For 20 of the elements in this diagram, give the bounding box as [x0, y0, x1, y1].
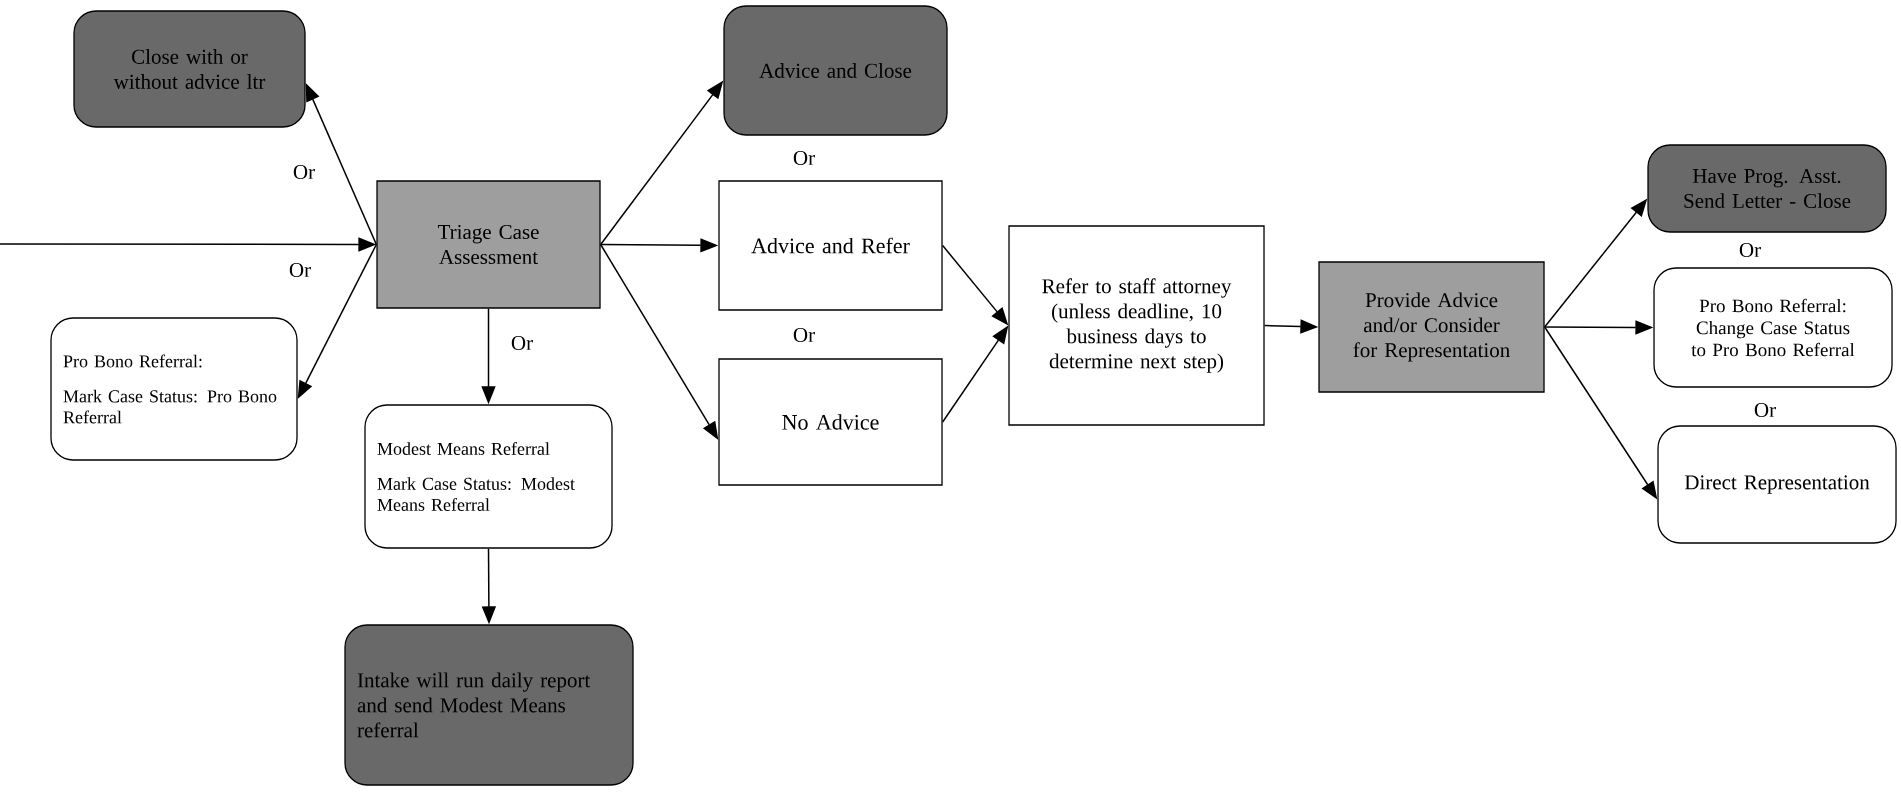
- or-label: Or: [289, 262, 311, 278]
- referral-box: Modest Means Referral Mark Case Status: Modest Means Referral: [364, 404, 613, 549]
- step-box: Refer to staff attorney (unless deadline, 10 business days to determine next step): [1008, 225, 1265, 426]
- or-label: Or: [293, 164, 315, 180]
- process-box: Provide Advice and/or Consider for Representation: [1318, 261, 1545, 393]
- outcome-box: Close with or without advice ltr: [73, 10, 306, 128]
- process-box: Triage Case Assessment: [376, 180, 601, 309]
- or-label: Or: [1754, 402, 1776, 418]
- referral-box: Pro Bono Referral: Change Case Status to Pro Bono Referral: [1653, 267, 1893, 388]
- step-box: Advice and Refer: [718, 180, 943, 311]
- or-label: Or: [793, 150, 815, 166]
- or-label: Or: [511, 335, 533, 351]
- outcome-box: Intake will run daily report and send Modest Means referral: [344, 624, 634, 786]
- referral-box: Pro Bono Referral: Mark Case Status: Pro Bono Referral: [50, 317, 298, 461]
- referral-box: Direct Representation: [1657, 425, 1897, 544]
- or-label: Or: [1739, 242, 1761, 258]
- step-box: No Advice: [718, 358, 943, 486]
- outcome-box: Advice and Close: [723, 5, 948, 136]
- outcome-box: Have Prog. Asst. Send Letter - Close: [1647, 144, 1887, 233]
- or-label: Or: [793, 327, 815, 343]
